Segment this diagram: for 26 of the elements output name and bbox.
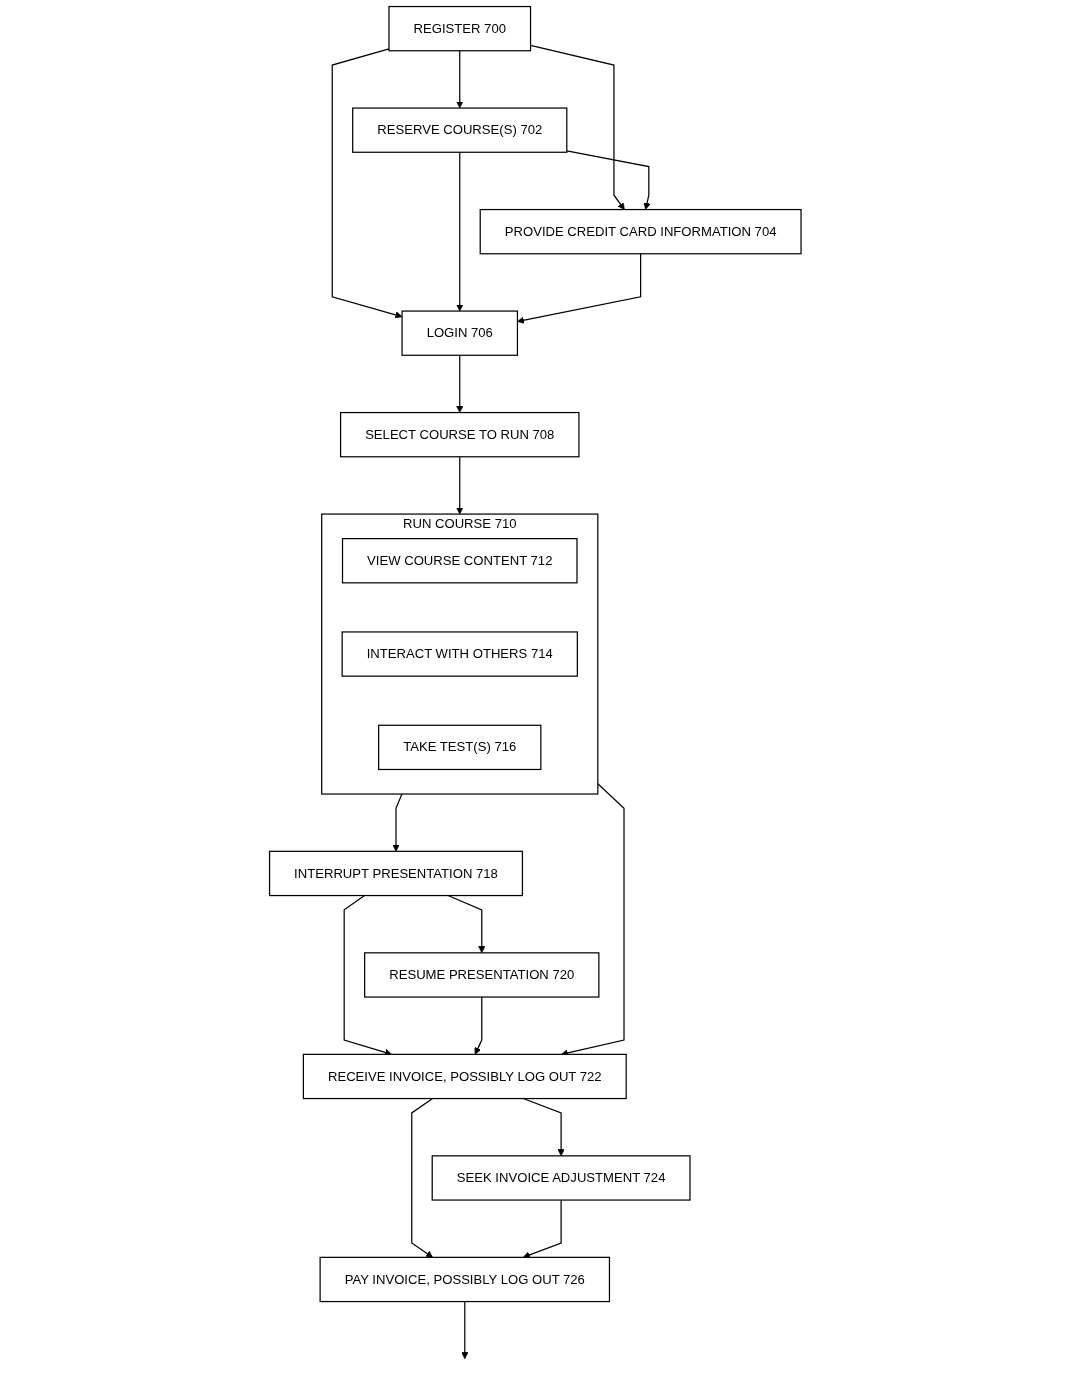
node-box: RECEIVE INVOICE, POSSIBLY LOG OUT 722 xyxy=(302,1053,627,1100)
arrow xyxy=(522,1199,562,1259)
arrow xyxy=(455,354,464,413)
node-box: PROVIDE CREDIT CARD INFORMATION 704 xyxy=(479,208,802,255)
node-box: SELECT COURSE TO RUN 708 xyxy=(339,411,580,458)
node-box: INTERRUPT PRESENTATION 718 xyxy=(268,850,523,897)
arrow xyxy=(447,894,486,954)
arrow xyxy=(392,793,403,852)
node-box: PAY INVOICE, POSSIBLY LOG OUT 726 xyxy=(319,1256,610,1303)
arrow xyxy=(522,1097,565,1157)
arrow xyxy=(565,150,651,210)
node-box: LOGIN 706 xyxy=(401,310,518,356)
arrow xyxy=(474,996,483,1055)
node-box: SEEK INVOICE ADJUSTMENT 724 xyxy=(431,1155,691,1201)
arrow xyxy=(455,456,464,515)
arrow xyxy=(460,1300,469,1360)
node-box: VIEW COURSE CONTENT 712 xyxy=(341,538,578,584)
arrow xyxy=(455,50,464,109)
arrow xyxy=(343,894,392,1056)
node-box: RESUME PRESENTATION 720 xyxy=(363,952,600,998)
arrow xyxy=(410,1097,433,1258)
arrow xyxy=(455,151,464,312)
node-box: REGISTER 700 xyxy=(388,5,531,52)
node-box: RESERVE COURSE(S) 702 xyxy=(351,107,568,153)
node-box: TAKE TEST(S) 716 xyxy=(377,724,542,771)
node-box: INTERACT WITH OTHERS 714 xyxy=(341,631,578,677)
